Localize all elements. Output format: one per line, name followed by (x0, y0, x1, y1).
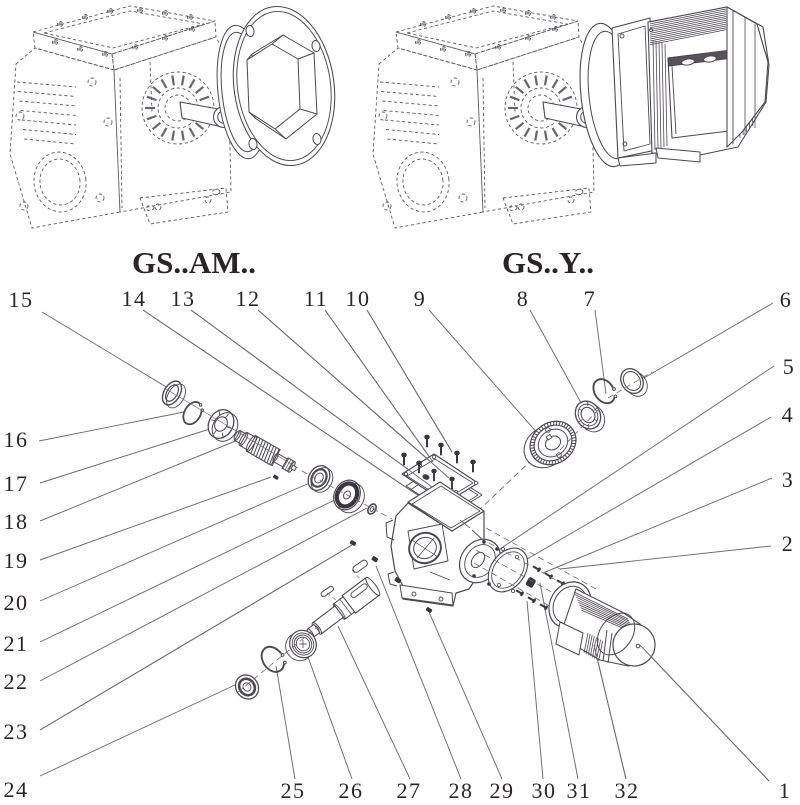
svg-text:GS..AM..: GS..AM.. (132, 245, 256, 280)
svg-text:31: 31 (567, 778, 592, 800)
svg-text:24: 24 (4, 777, 29, 800)
svg-text:29: 29 (490, 778, 515, 800)
svg-text:8: 8 (517, 286, 530, 311)
svg-text:7: 7 (584, 286, 597, 311)
svg-text:15: 15 (9, 287, 34, 312)
svg-text:11: 11 (304, 286, 328, 311)
svg-text:27: 27 (397, 778, 422, 800)
svg-text:28: 28 (449, 778, 474, 800)
svg-text:13: 13 (171, 286, 196, 311)
svg-text:1: 1 (779, 778, 792, 800)
svg-text:6: 6 (780, 287, 793, 312)
svg-text:12: 12 (236, 286, 261, 311)
svg-text:14: 14 (122, 286, 147, 311)
svg-text:20: 20 (4, 590, 29, 615)
svg-text:32: 32 (615, 778, 640, 800)
svg-text:3: 3 (782, 467, 795, 492)
svg-text:4: 4 (782, 402, 795, 427)
svg-text:19: 19 (4, 548, 29, 573)
svg-text:30: 30 (532, 778, 557, 800)
svg-text:25: 25 (281, 778, 306, 800)
svg-text:23: 23 (4, 719, 29, 744)
svg-text:10: 10 (346, 286, 371, 311)
svg-text:21: 21 (4, 631, 29, 656)
svg-text:GS..Y..: GS..Y.. (502, 245, 594, 280)
svg-text:16: 16 (4, 427, 29, 452)
svg-text:2: 2 (782, 531, 795, 556)
svg-text:22: 22 (4, 669, 29, 694)
svg-text:9: 9 (414, 286, 427, 311)
svg-text:17: 17 (4, 471, 29, 496)
svg-text:26: 26 (339, 778, 364, 800)
svg-text:18: 18 (4, 509, 29, 534)
svg-text:5: 5 (783, 354, 796, 379)
